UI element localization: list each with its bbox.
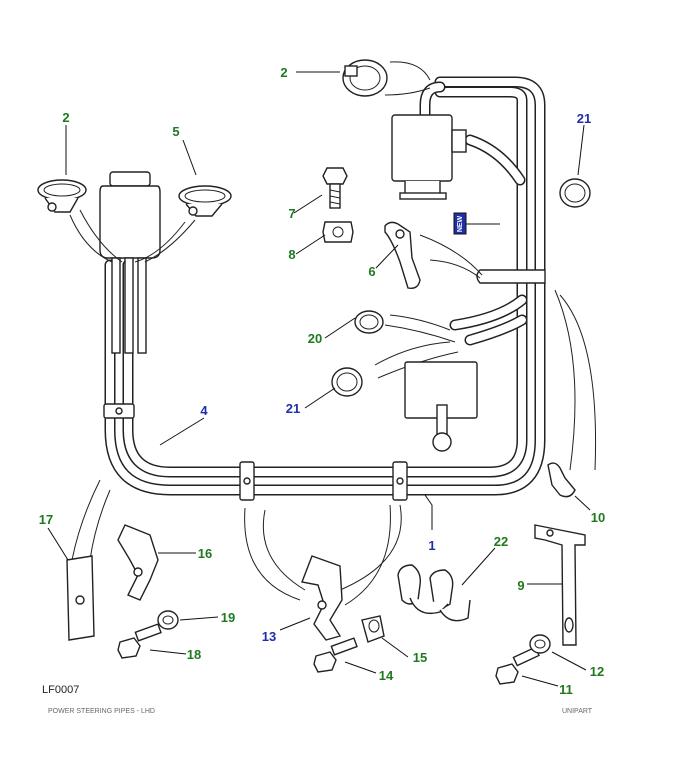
callout-21-lower: 21 <box>286 401 300 416</box>
callout-2-left: 2 <box>62 110 69 125</box>
hose-clip-left <box>37 179 87 213</box>
bracket-9 <box>534 524 586 646</box>
upper-valve-block <box>391 114 467 200</box>
callout-14: 14 <box>379 668 394 683</box>
pipe-clamp-bottom-right <box>392 461 408 501</box>
bolt-11 <box>495 646 540 685</box>
callout-15: 15 <box>413 650 427 665</box>
mount-plate-17 <box>66 555 95 641</box>
callout-4: 4 <box>200 403 208 418</box>
new-part-badge: NEW <box>453 212 467 235</box>
bracket-13 <box>301 555 343 641</box>
callout-16: 16 <box>198 546 212 561</box>
callout-1: 1 <box>428 538 435 553</box>
o-ring-20 <box>354 310 384 334</box>
pipe-clamp-left <box>103 403 135 419</box>
bracket-6 <box>384 221 421 290</box>
washer-19 <box>157 610 179 630</box>
fluid-reservoir <box>99 171 161 354</box>
pipe-clamp-bottom-left <box>239 461 255 501</box>
bracket-16 <box>117 524 159 601</box>
o-ring-21-lower <box>331 367 363 397</box>
spacer-15 <box>361 615 385 643</box>
callout-21-upper: 21 <box>577 111 591 126</box>
assembly-guide-lines <box>69 61 597 606</box>
callout-5: 5 <box>172 124 179 139</box>
callout-18: 18 <box>187 647 201 662</box>
figure-caption-right: UNIPART <box>562 708 593 715</box>
washer-12 <box>529 634 551 654</box>
pipe-assembly <box>104 76 546 496</box>
clips-22 <box>397 564 471 622</box>
leader-lines <box>47 71 591 687</box>
callout-11: 11 <box>559 682 573 697</box>
lower-valve-block <box>404 361 478 452</box>
washer-8 <box>322 221 354 243</box>
hose-clip-top <box>342 59 388 97</box>
callouts: 1 2 2 4 5 6 7 8 9 10 11 12 13 14 15 16 1… <box>39 65 605 697</box>
figure-caption-left: POWER STEERING PIPES - LHD <box>48 708 155 715</box>
figure-id: LF0007 <box>42 684 79 696</box>
callout-6: 6 <box>368 264 375 279</box>
bolt-18 <box>117 623 162 659</box>
clip-10 <box>547 462 576 498</box>
pipe-clamp-right <box>476 269 546 284</box>
callout-10: 10 <box>591 510 605 525</box>
callout-7: 7 <box>288 206 295 221</box>
callout-9: 9 <box>517 578 524 593</box>
hose-clip-right <box>178 185 232 217</box>
callout-12: 12 <box>590 664 604 679</box>
callout-13: 13 <box>262 629 276 644</box>
callout-20: 20 <box>308 331 322 346</box>
new-badge-text: NEW <box>457 215 464 232</box>
callout-8: 8 <box>288 247 295 262</box>
o-ring-21-upper <box>559 178 591 208</box>
bolt-14 <box>313 637 358 673</box>
callout-17: 17 <box>39 512 53 527</box>
callout-19: 19 <box>221 610 235 625</box>
callout-22: 22 <box>494 534 508 549</box>
bolt-7 <box>322 167 348 209</box>
callout-2-top: 2 <box>280 65 287 80</box>
